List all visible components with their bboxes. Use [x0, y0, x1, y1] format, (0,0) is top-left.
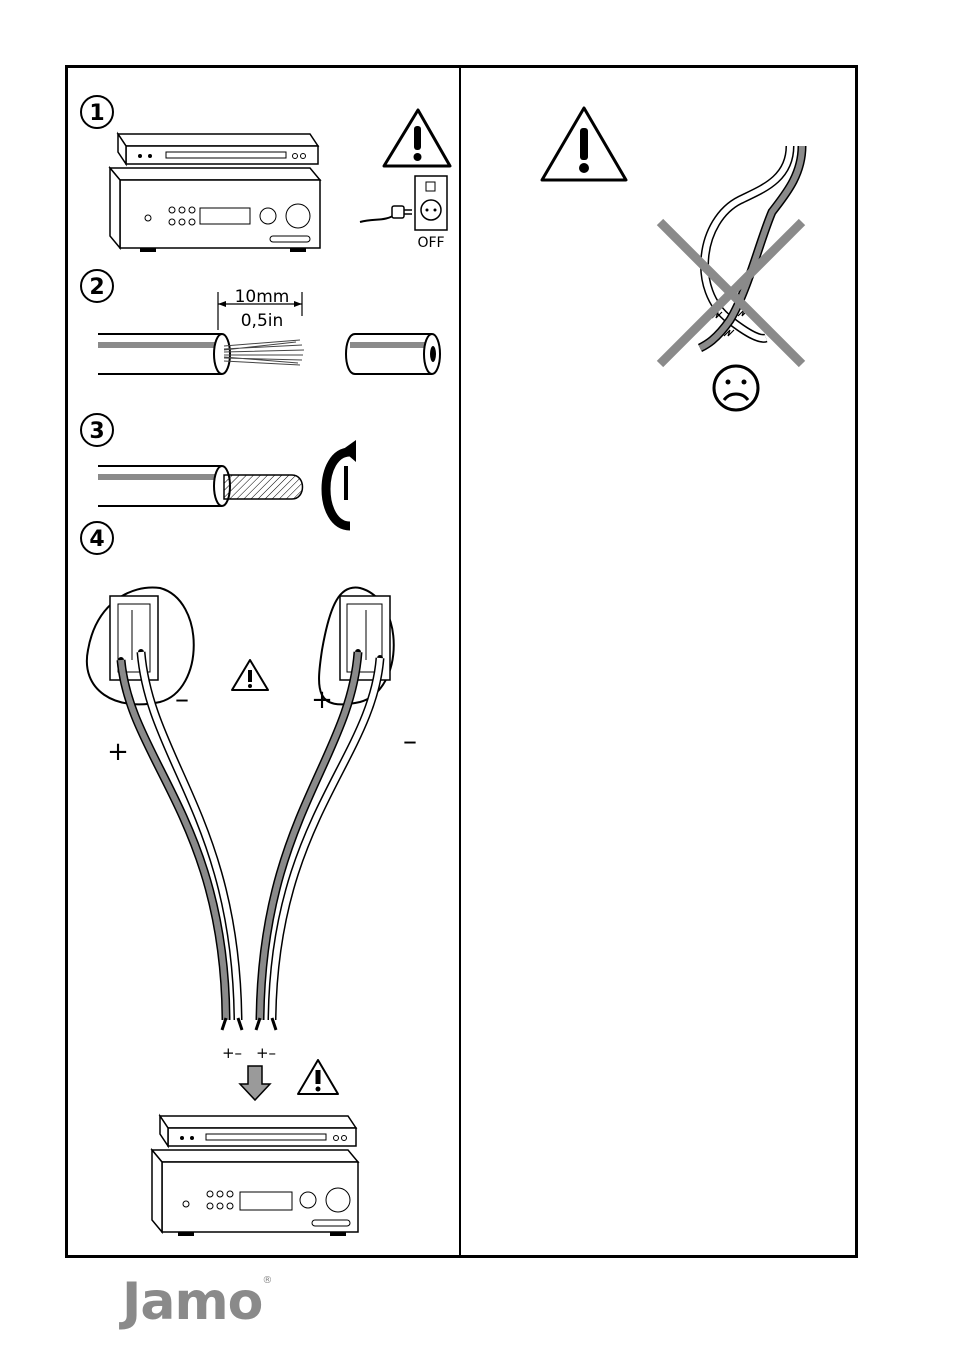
step-1: 1 — [81, 96, 450, 252]
right-minus-label: – — [403, 724, 417, 757]
wire-polarity-left: +– — [222, 1044, 242, 1062]
dvd-player-bottom — [160, 1116, 356, 1146]
warning-triangle-icon — [384, 110, 450, 166]
step-4: 4 — [81, 522, 417, 1236]
twisted-cable — [98, 466, 303, 506]
brand-logo: Jamo® — [122, 1276, 271, 1328]
step-4-number: 4 — [89, 527, 104, 552]
wire-polarity-right: +– — [256, 1044, 276, 1062]
down-arrow-icon — [240, 1066, 270, 1100]
step-2: 2 10mm 0,5in — [81, 270, 440, 374]
right-plus-label: + — [311, 685, 333, 715]
step-2-number: 2 — [89, 275, 104, 300]
warning-triangle-icon — [232, 660, 268, 690]
speaker-wires — [121, 652, 380, 1030]
warning-triangle-icon — [542, 108, 626, 180]
amplifier-receiver — [110, 168, 320, 252]
strip-length-mm: 10mm — [235, 287, 290, 307]
left-plus-label: + — [107, 737, 129, 767]
strip-length-in: 0,5in — [241, 311, 284, 331]
step-1-number: 1 — [89, 101, 104, 126]
rotate-arrow-icon — [326, 440, 356, 526]
removed-insulation — [346, 334, 440, 374]
amplifier-receiver-bottom — [152, 1150, 358, 1236]
left-minus-label: – — [175, 682, 189, 715]
short-circuit-warning — [542, 108, 802, 410]
power-off-label: OFF — [417, 235, 444, 251]
brand-logo-text: Jamo — [122, 1272, 262, 1332]
step-3-number: 3 — [89, 419, 104, 444]
cross-icon — [660, 222, 802, 364]
sad-face-icon — [714, 366, 758, 410]
stripped-cable — [98, 334, 304, 374]
step-3: 3 — [81, 414, 356, 526]
power-outlet-icon — [360, 176, 447, 230]
registered-mark: ® — [262, 1275, 271, 1286]
warning-triangle-icon — [298, 1060, 338, 1094]
dvd-player — [118, 134, 318, 164]
